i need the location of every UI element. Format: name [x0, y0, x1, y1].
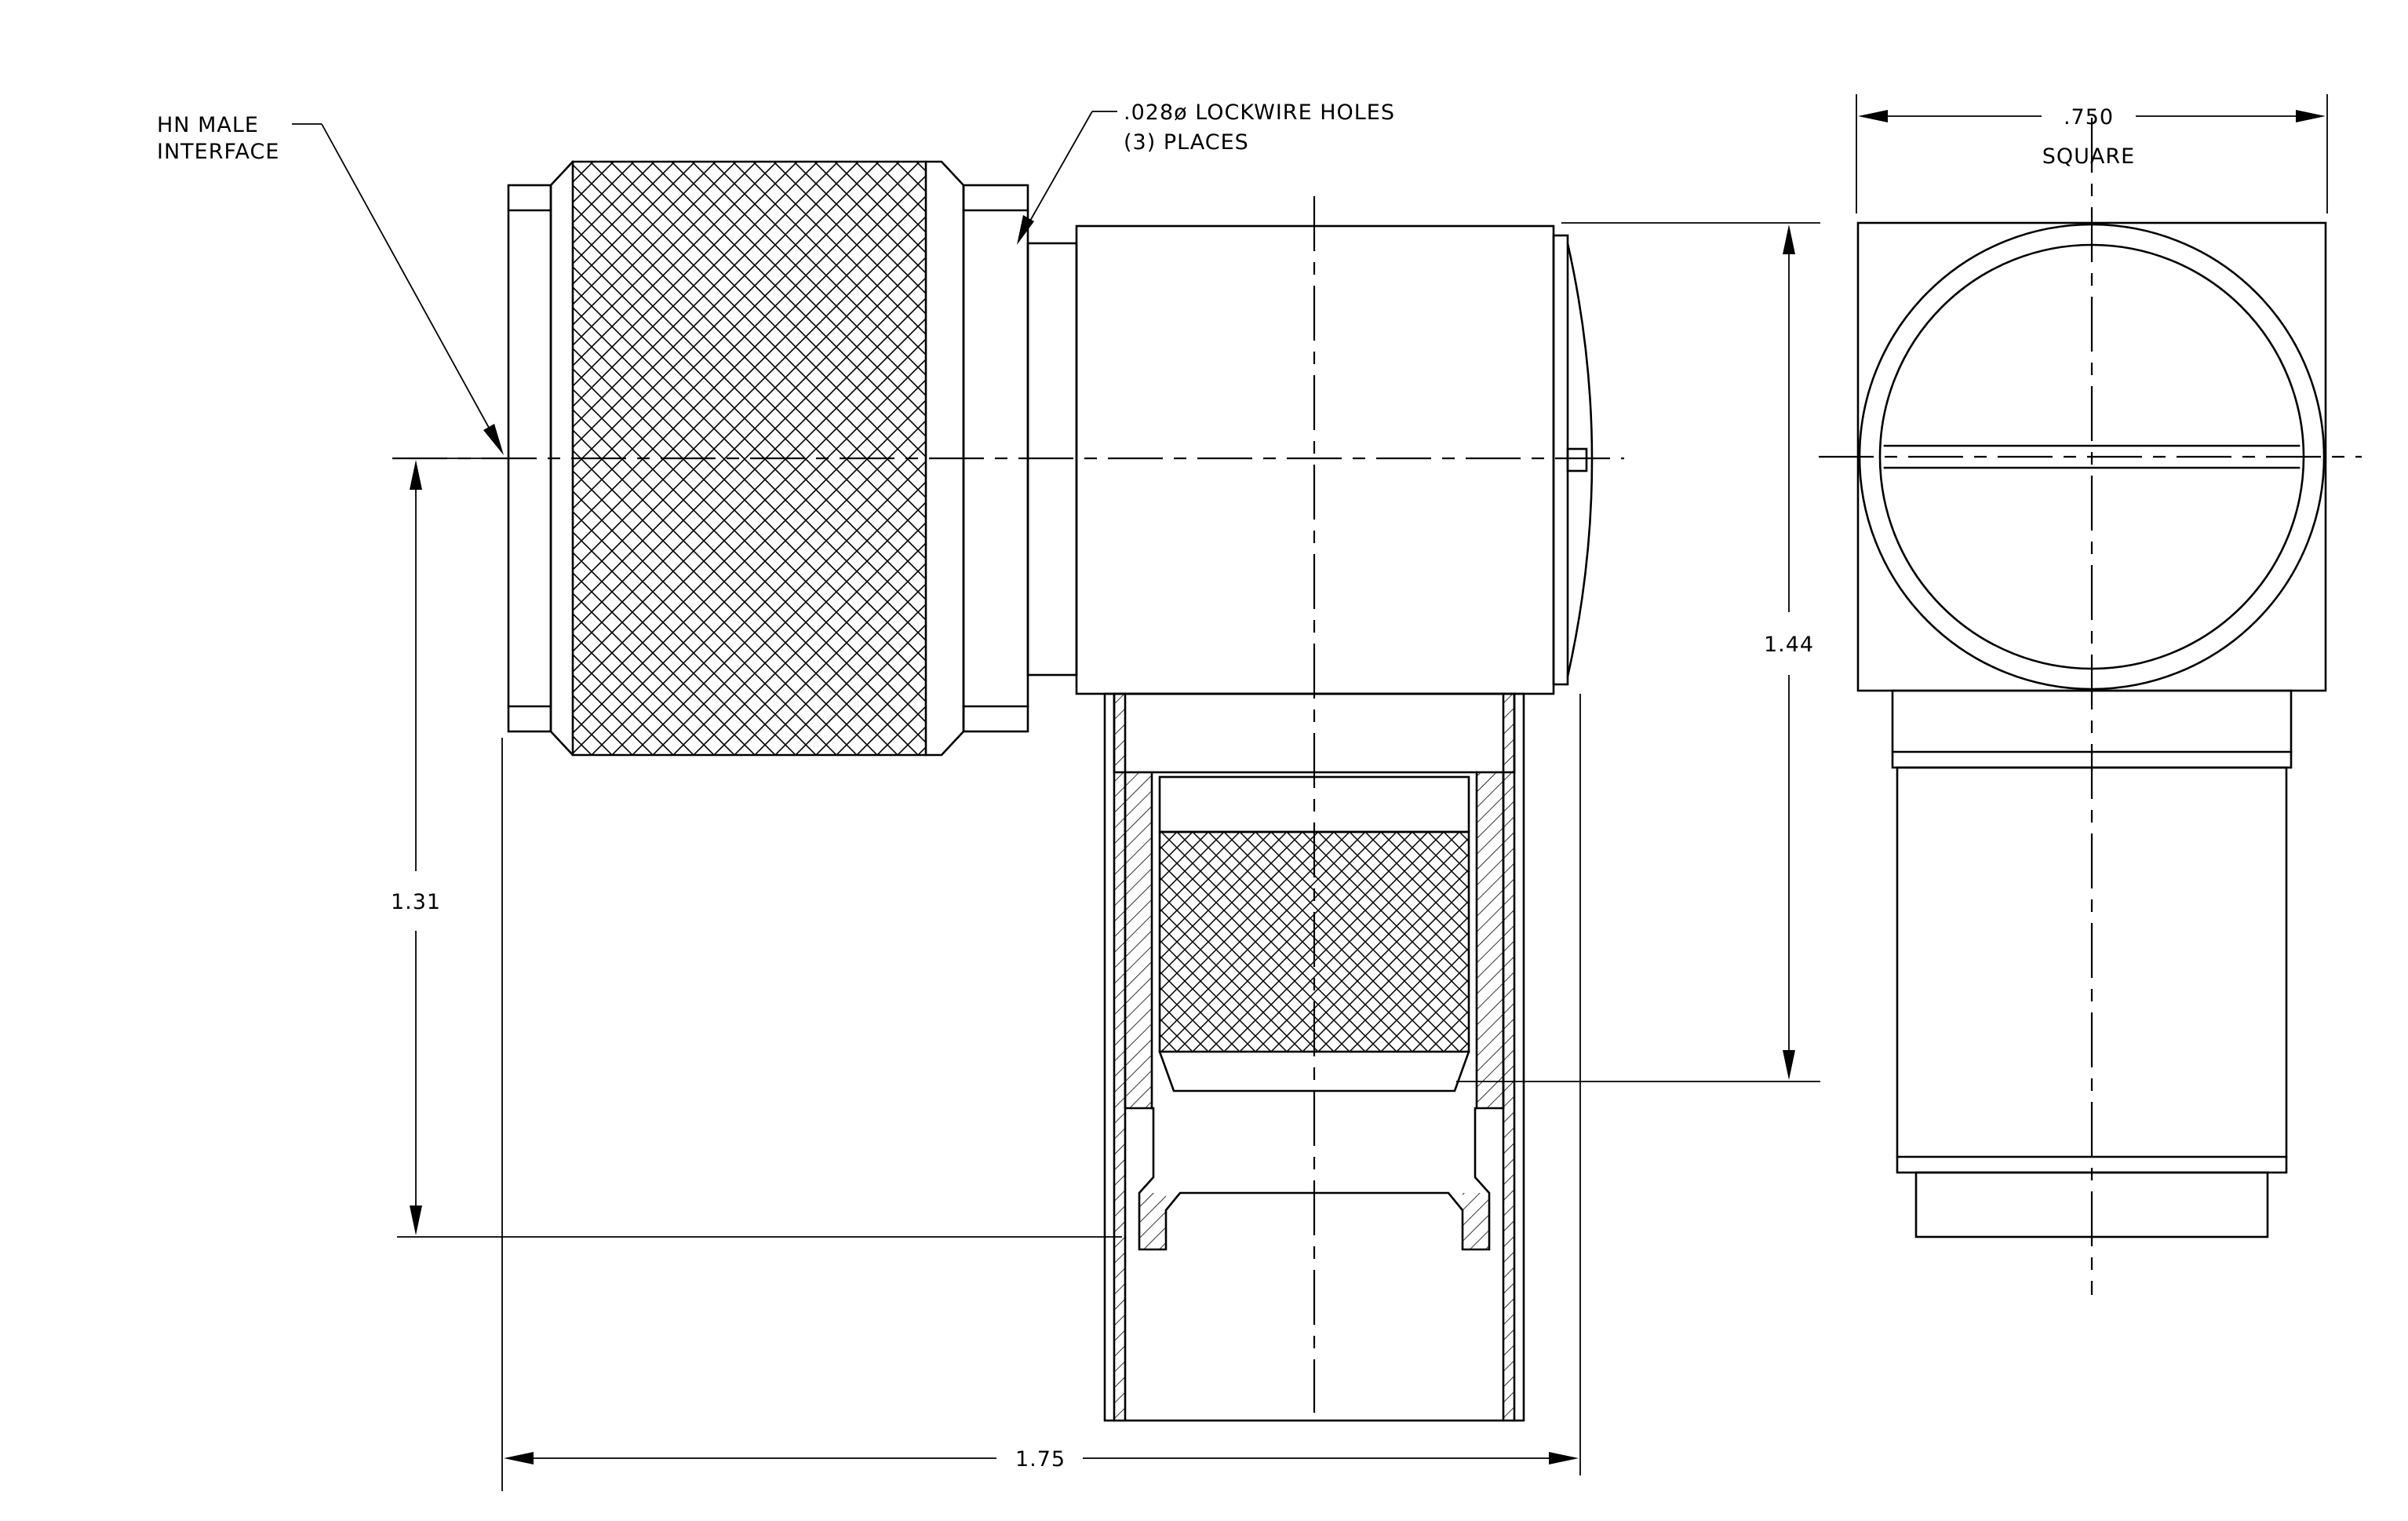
dim-width: 1.75 — [501, 694, 1581, 1491]
interface-label-line1: HN MALE — [157, 113, 259, 137]
callout-interface: HN MALE INTERFACE — [157, 113, 504, 455]
side-view — [507, 160, 1594, 1422]
lockwire-label-line2: (3) PLACES — [1124, 130, 1249, 155]
end-cap — [1552, 234, 1569, 686]
square-dim-label: .750 — [2064, 105, 2114, 129]
dim-height-right: 1.44 — [1456, 222, 1820, 1082]
height-right-label: 1.44 — [1764, 633, 1814, 657]
callout-lockwire: .028ø LOCKWIRE HOLES (3) PLACES — [1017, 100, 1395, 245]
lockwire-label-line1: .028ø LOCKWIRE HOLES — [1124, 100, 1395, 125]
dim-square: .750 SQUARE — [1856, 94, 2328, 213]
interface-label-line2: INTERFACE — [157, 140, 279, 164]
square-word-label: SQUARE — [2042, 144, 2135, 169]
height-left-label: 1.31 — [391, 890, 441, 914]
width-label: 1.75 — [1015, 1447, 1066, 1472]
dim-height-left: 1.31 — [391, 458, 1122, 1238]
